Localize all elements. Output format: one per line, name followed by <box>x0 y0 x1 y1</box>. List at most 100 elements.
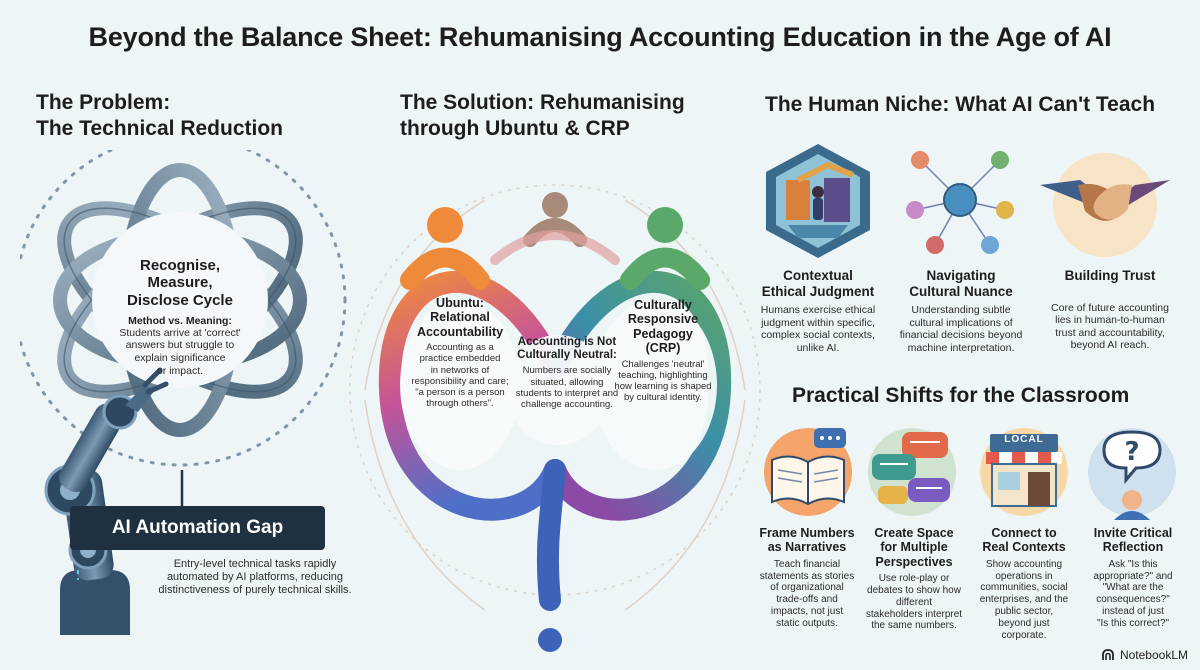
niche-cultural-line2: cultural implications of <box>909 316 1013 329</box>
shift-item-real-contexts: Connect to Real Contexts Show accounting… <box>968 526 1080 641</box>
shift-narratives-line: impacts, not just <box>770 605 844 617</box>
svg-text:?: ? <box>1124 437 1139 467</box>
shift-item-perspectives: Create Space for Multiple Perspectives U… <box>858 526 970 632</box>
ai-automation-gap-banner: AI Automation Gap <box>70 506 325 550</box>
people-figures-icon <box>400 192 710 652</box>
solution-heading-line2: through Ubuntu & CRP <box>400 117 630 141</box>
shifts-heading: Practical Shifts for the Classroom <box>792 384 1130 407</box>
solution-heading-line1: The Solution: Rehumanising <box>400 91 685 114</box>
shift-contexts-line: communities, social <box>980 582 1068 594</box>
problem-heading: The Problem: The Technical Reduction <box>36 90 356 143</box>
niche-ethical-line2: judgment within specific, <box>761 316 875 329</box>
handshake-icon <box>1040 153 1170 257</box>
ethical-judgment-icon <box>766 144 870 258</box>
cultural-network-icon <box>906 151 1014 254</box>
speech-bubbles-icon <box>868 428 956 516</box>
crp-line3: how learning is shaped <box>614 380 712 392</box>
crp-title-line2: Responsive <box>627 312 699 327</box>
niche-trust-line3: trust and accountability, <box>1055 326 1165 339</box>
niche-cultural-line1: Understanding subtle <box>911 304 1011 317</box>
shift-perspectives-line: debates to show how <box>867 584 961 596</box>
gap-line2: automated by AI platforms, reducing <box>166 571 344 584</box>
infinity-loop-icon <box>378 270 732 611</box>
gap-line3: distinctiveness of purely technical skil… <box>158 584 352 597</box>
niche-cultural-title2: Cultural Nuance <box>909 283 1013 299</box>
knot-robot-illustration <box>20 150 347 635</box>
ubuntu-line6: through others". <box>426 398 494 410</box>
niche-heading: The Human Niche: What AI Can't Teach <box>765 93 1156 116</box>
question-bubble-icon: ? <box>1088 428 1176 520</box>
method-line2: answers but struggle to <box>125 339 235 352</box>
method-line4: or impact. <box>156 364 204 377</box>
gap-line1: Entry-level technical tasks rapidly <box>173 558 337 570</box>
niche-ethical-line4: unlike AI. <box>796 341 840 354</box>
crp-box: Culturally Responsive Pedagogy (CRP) Cha… <box>588 298 738 403</box>
crp-title-line1: Culturally <box>634 298 692 312</box>
shift-reflection-line: appropriate?" and <box>1093 570 1173 582</box>
cycle-title-line2: Measure, <box>147 274 213 292</box>
ubuntu-title-line3: Accountability <box>416 324 504 339</box>
storefront-icon <box>980 428 1068 516</box>
niche-trust-title1: Building Trust <box>1064 268 1156 283</box>
neutral-title-line2: Culturally Neutral: <box>517 349 617 362</box>
niche-cultural-line4: machine interpretation. <box>907 341 1015 354</box>
shift-narratives-title2: as Narratives <box>767 540 847 555</box>
method-line3: explain significance <box>134 351 226 364</box>
ubuntu-box: Ubuntu: Relational Accountability Accoun… <box>390 296 530 409</box>
shift-contexts-title2: Real Contexts <box>982 540 1066 555</box>
notebooklm-logo-icon <box>1102 649 1114 660</box>
shift-perspectives-title3: Perspectives <box>875 554 953 569</box>
ubuntu-line4: responsibility and care; <box>411 375 509 387</box>
shift-contexts-line: operations in <box>995 570 1053 582</box>
brand-label: NotebookLM <box>1119 648 1188 662</box>
crp-title-line4: (CRP) <box>645 341 681 356</box>
ubuntu-title-line2: Relational <box>430 310 490 325</box>
neutral-line1: Numbers are socially <box>522 365 612 377</box>
niche-trust-line2: lies in human-to-human <box>1055 314 1165 327</box>
gap-description: Entry-level technical tasks rapidly auto… <box>140 558 370 598</box>
open-book-icon <box>764 428 852 516</box>
shift-reflection-line: Ask "Is this <box>1108 558 1158 570</box>
notebooklm-brand[interactable]: NotebookLM <box>1101 648 1188 662</box>
niche-ethical-line3: complex social contexts, <box>761 329 875 342</box>
cycle-box: Recognise, Measure, Disclose Cycle Metho… <box>95 257 265 377</box>
shift-narratives-title1: Frame Numbers <box>759 526 855 540</box>
shift-perspectives-line: different <box>896 596 932 608</box>
shift-perspectives-line: the same numbers. <box>871 620 957 632</box>
shift-narratives-line: static outputs. <box>776 617 838 629</box>
shift-contexts-line: corporate. <box>1001 629 1047 641</box>
shift-reflection-title1: Invite Critical <box>1093 526 1173 540</box>
neutral-line3: students to interpret and <box>515 387 619 399</box>
store-sign-label: LOCAL <box>1004 434 1044 445</box>
ubuntu-line2: practice embedded <box>419 353 501 365</box>
shift-reflection-line: "What are the consequences?" <box>1096 582 1170 606</box>
ubuntu-line1: Accounting as a <box>426 342 494 354</box>
niche-trust-line1: Core of future accounting <box>1051 301 1169 314</box>
shift-perspectives-title2: for Multiple <box>880 540 948 555</box>
shift-perspectives-title1: Create Space <box>874 526 954 540</box>
shift-narratives-line: trade-offs and <box>776 594 838 606</box>
niche-item-cultural: Navigating Cultural Nuance Understanding… <box>891 268 1031 354</box>
shift-reflection-title2: Reflection <box>1102 540 1164 555</box>
niche-cultural-line3: financial decisions beyond <box>899 329 1023 342</box>
shift-contexts-line: enterprises, and the <box>979 594 1069 606</box>
shift-narratives-line: statements as stories <box>759 570 855 582</box>
solution-heading: The Solution: Rehumanising through Ubunt… <box>400 90 730 143</box>
niche-item-trust: Building Trust Core of future accounting… <box>1040 268 1180 352</box>
neutral-title-line1: Accounting is Not <box>517 336 617 348</box>
crp-line4: by cultural identity. <box>624 392 702 404</box>
shift-reflection-line: instead of just <box>1102 605 1164 617</box>
shift-contexts-line: beyond just <box>998 617 1050 629</box>
shift-narratives-line: Teach financial <box>773 558 841 570</box>
not-neutral-box: Accounting is Not Culturally Neutral: Nu… <box>492 336 642 410</box>
shift-contexts-line: Show accounting <box>985 558 1063 570</box>
ubuntu-line5: "a person is a person <box>415 386 505 398</box>
shift-item-narratives: Frame Numbers as Narratives Teach financ… <box>747 526 867 630</box>
crp-title-line3: Pedagogy <box>633 326 693 341</box>
ubuntu-title-line1: Ubuntu: <box>436 296 484 310</box>
shift-contexts-line: public sector, <box>994 605 1054 617</box>
shift-reflection-line: "Is this correct?" <box>1096 617 1170 629</box>
cycle-title-line1: Recognise, <box>139 257 221 274</box>
shift-narratives-line: of organizational <box>770 582 844 594</box>
niche-ethical-title1: Contextual <box>783 268 853 283</box>
